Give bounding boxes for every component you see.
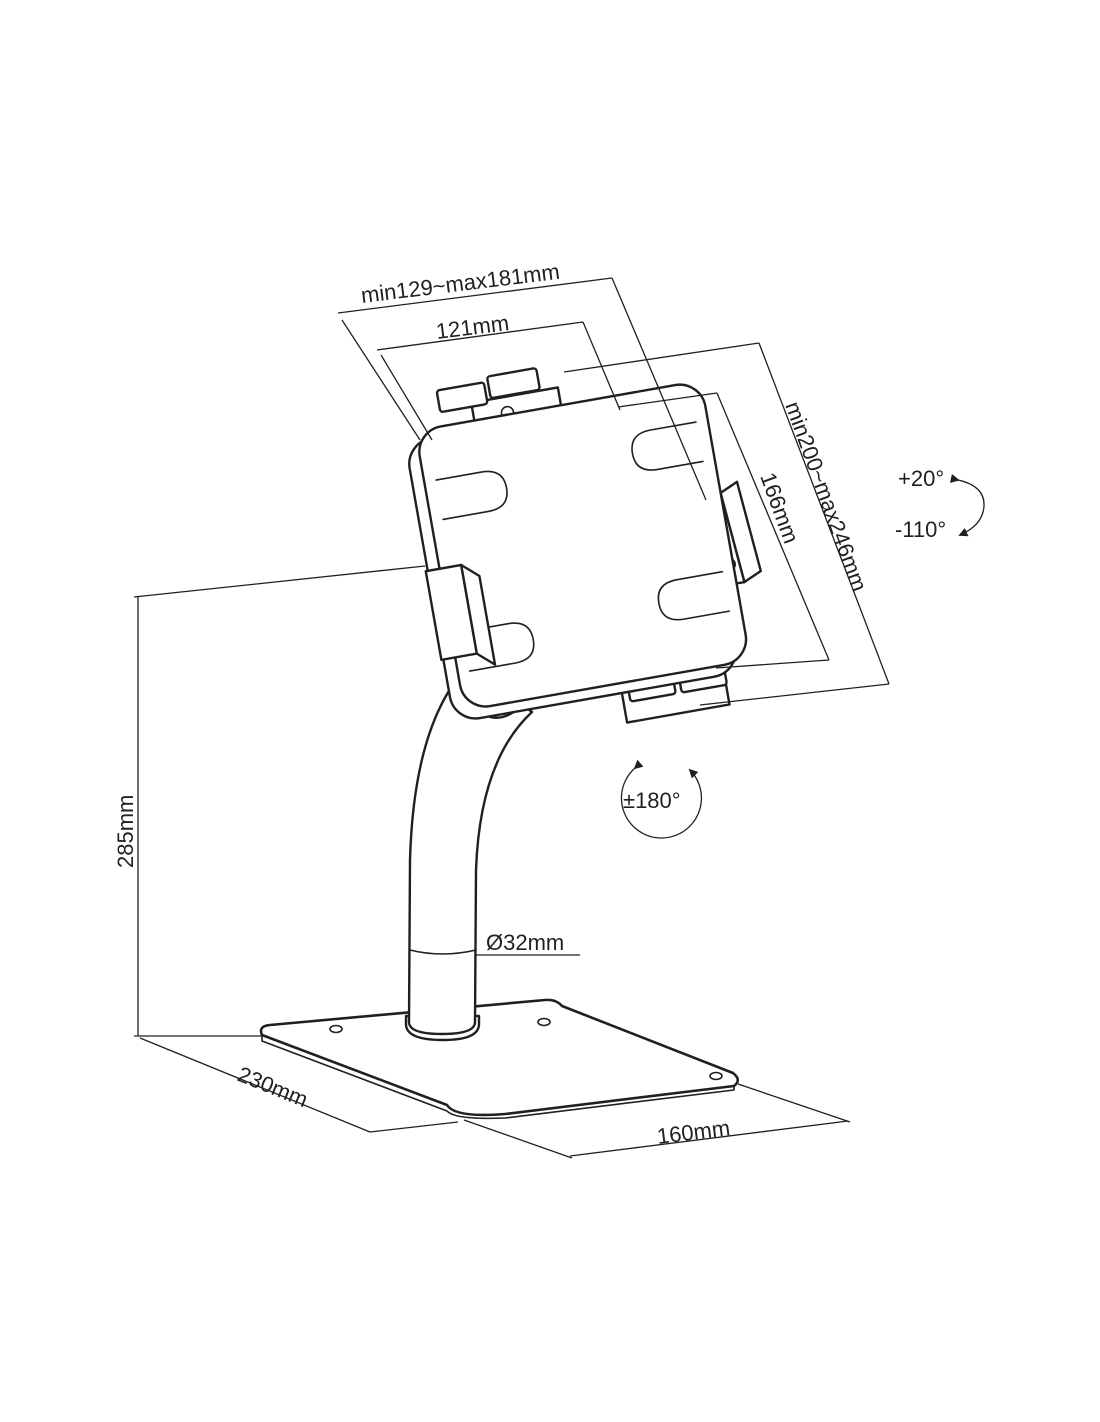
pole-diameter-label: Ø32mm [486, 930, 564, 955]
left-clamp [424, 563, 497, 666]
rotation-label: ±180° [623, 788, 681, 813]
inner-height-label: 166mm [755, 469, 804, 546]
base-depth-label: 230mm [234, 1061, 311, 1112]
dimension-stand-height: 285mm [113, 565, 426, 1037]
grip-height-label: min200~max246mm [780, 398, 872, 594]
dimension-pole-diameter: Ø32mm [476, 930, 580, 956]
rotation-indicator: ±180° [620, 759, 703, 839]
base-width-label: 160mm [656, 1115, 732, 1149]
dimension-base-depth: 230mm [139, 1037, 459, 1133]
grip-width-label: min129~max181mm [360, 259, 561, 308]
tilt-indicator: +20° -110° [895, 466, 985, 542]
tilt-down-label: -110° [895, 517, 946, 542]
pole [404, 662, 534, 1042]
tilt-up-label: +20° [898, 466, 944, 491]
stand-height-label: 285mm [113, 795, 138, 868]
inner-width-label: 121mm [435, 310, 511, 344]
base-plate [259, 998, 740, 1120]
tablet-holder [408, 367, 763, 724]
